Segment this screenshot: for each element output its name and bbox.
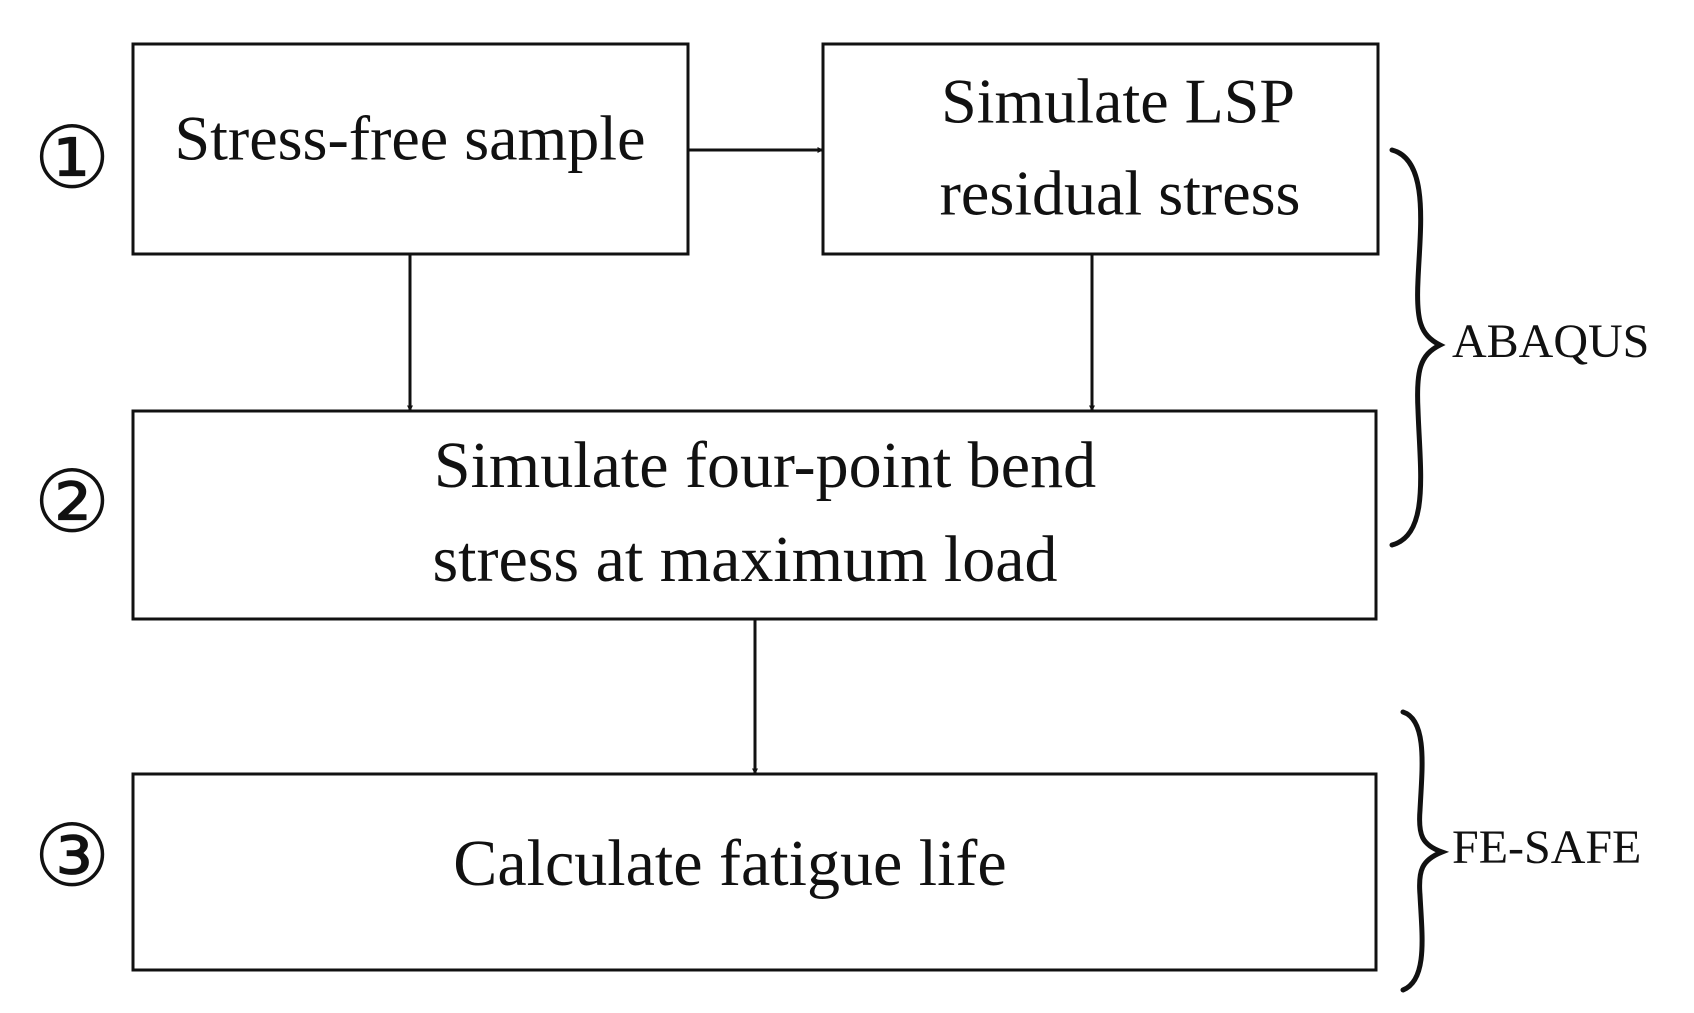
abaqus-brace: [1389, 147, 1446, 548]
simulate-lsp-label-line-1: Simulate LSP: [941, 66, 1295, 137]
calculate-fatigue-life-label: Calculate fatigue life: [453, 827, 1006, 900]
abaqus-label: ABAQUS: [1452, 315, 1649, 368]
stress-free-sample-box: Stress-free sample: [131, 42, 690, 256]
step-3-marker: ③: [33, 809, 110, 905]
calculate-fatigue-life-box: Calculate fatigue life: [131, 772, 1378, 972]
four-point-bend-label-line-1: Simulate four-point bend: [434, 429, 1096, 502]
stress-free-sample-label: Stress-free sample: [175, 103, 646, 174]
fe-safe-brace: [1400, 709, 1450, 993]
simulate-lsp-label-line-2: residual stress: [940, 158, 1301, 229]
four-point-bend-box: Simulate four-point bend stress at maxim…: [131, 409, 1378, 621]
step-2-marker: ②: [33, 455, 110, 551]
step-1-marker: ①: [33, 111, 110, 207]
simulate-lsp-box: Simulate LSP residual stress: [821, 42, 1380, 256]
fe-safe-label: FE-SAFE: [1452, 821, 1641, 874]
four-point-bend-label-line-2: stress at maximum load: [432, 523, 1057, 596]
